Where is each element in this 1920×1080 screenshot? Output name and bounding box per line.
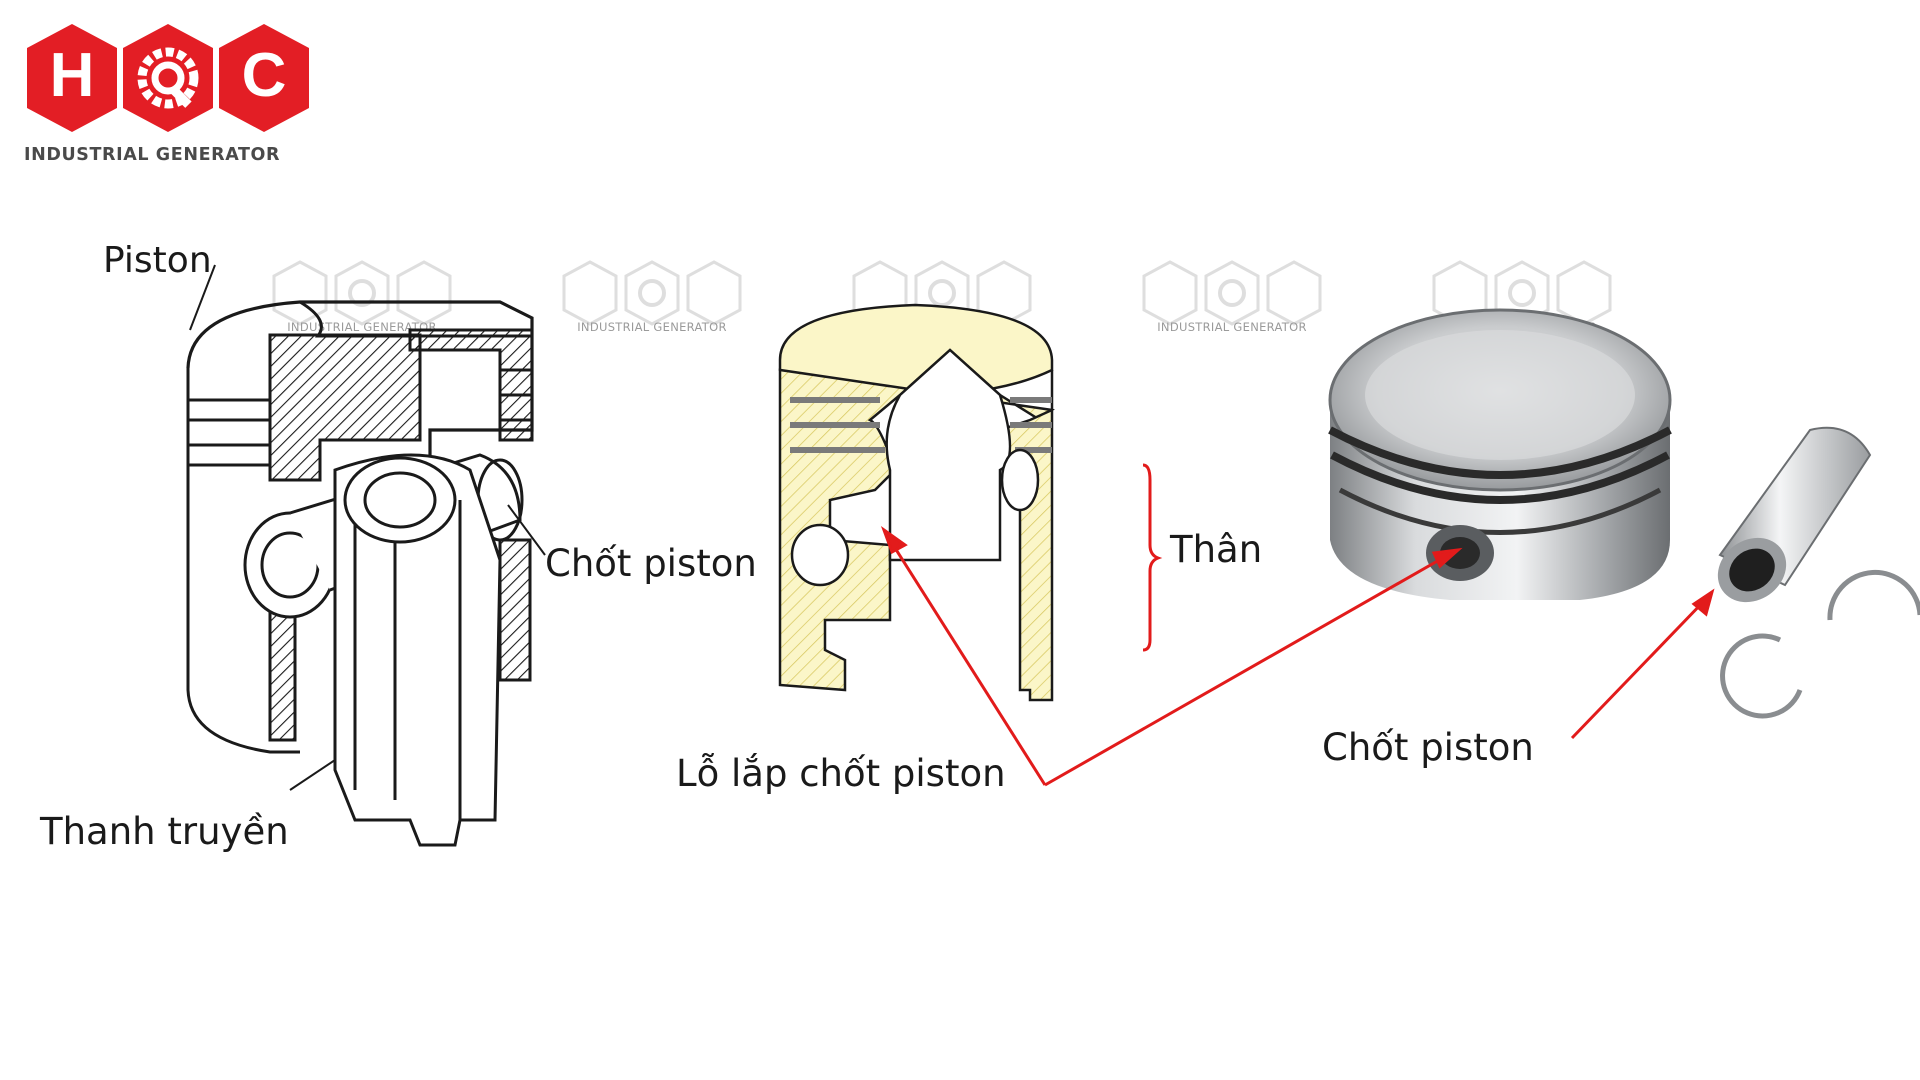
circlip-photo <box>1720 570 1920 719</box>
red-arrows <box>880 525 1715 787</box>
label-lo-lap-chot-piston: Lỗ lắp chốt piston <box>676 752 1006 795</box>
watermark-subtitle: INDUSTRIAL GENERATOR <box>577 320 727 334</box>
piston-cross-section <box>778 303 1163 702</box>
arrowhead <box>1431 547 1463 569</box>
gear-icon <box>137 47 199 109</box>
label-chot-piston-left: Chốt piston <box>545 542 757 585</box>
arrowhead <box>1691 588 1715 617</box>
piston-pin-photo <box>1717 426 1872 603</box>
piston-photo <box>1328 308 1672 600</box>
arrow-lo-lap-to-section <box>888 539 1047 786</box>
logo-hexagon-h: H <box>27 24 117 132</box>
arrow-chot-to-pin <box>1570 598 1707 740</box>
logo-hexagon-c: C <box>219 24 309 132</box>
watermark-logo <box>1432 260 1612 326</box>
label-thanh-truyen: Thanh truyền <box>40 810 289 853</box>
watermark-logo <box>272 260 452 326</box>
hqc-logo: H C <box>27 24 309 132</box>
logo-letter-h: H <box>50 41 95 110</box>
label-chot-piston-right: Chốt piston <box>1322 726 1534 769</box>
logo-subtitle: INDUSTRIAL GENERATOR <box>24 145 281 165</box>
arrow-lo-lap-to-photo <box>1044 553 1449 787</box>
label-piston: Piston <box>103 240 212 281</box>
watermark-logo <box>1142 260 1322 326</box>
logo-letter-c: C <box>242 41 287 110</box>
watermark-logo <box>562 260 742 326</box>
logo-hexagon-q <box>123 24 213 132</box>
arrowhead <box>880 525 908 555</box>
piston-line-drawing <box>186 264 546 847</box>
watermark-subtitle: INDUSTRIAL GENERATOR <box>287 320 437 334</box>
label-than: Thân <box>1170 528 1263 571</box>
watermark-subtitle: INDUSTRIAL GENERATOR <box>1157 320 1307 334</box>
